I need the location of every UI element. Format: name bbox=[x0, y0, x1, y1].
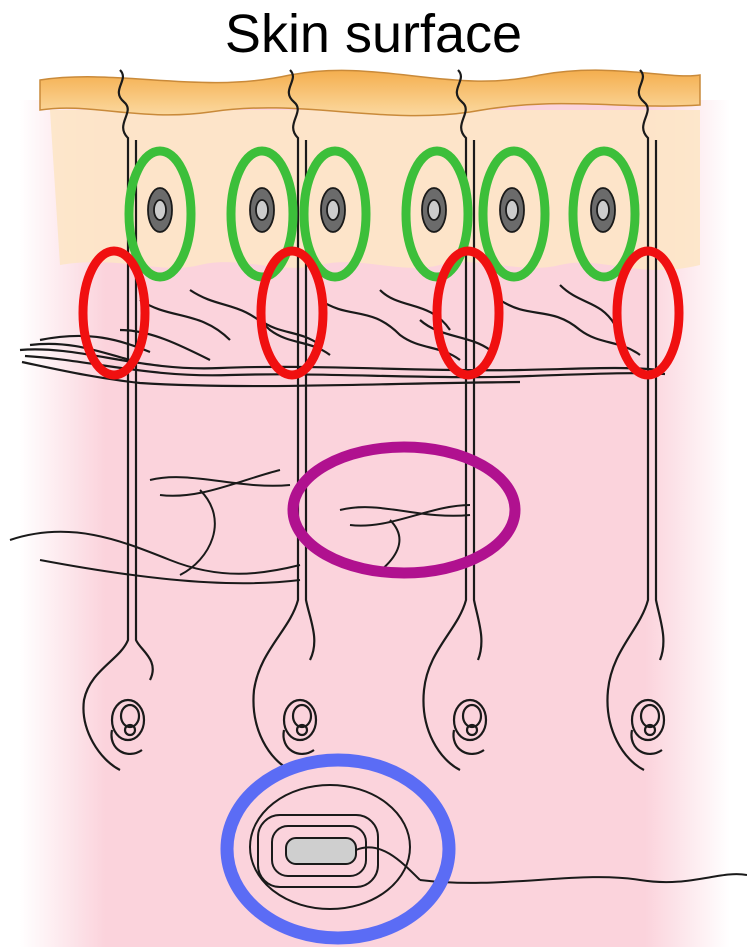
skin-diagram: Skin surface bbox=[0, 0, 747, 947]
diagram-canvas bbox=[0, 0, 747, 947]
